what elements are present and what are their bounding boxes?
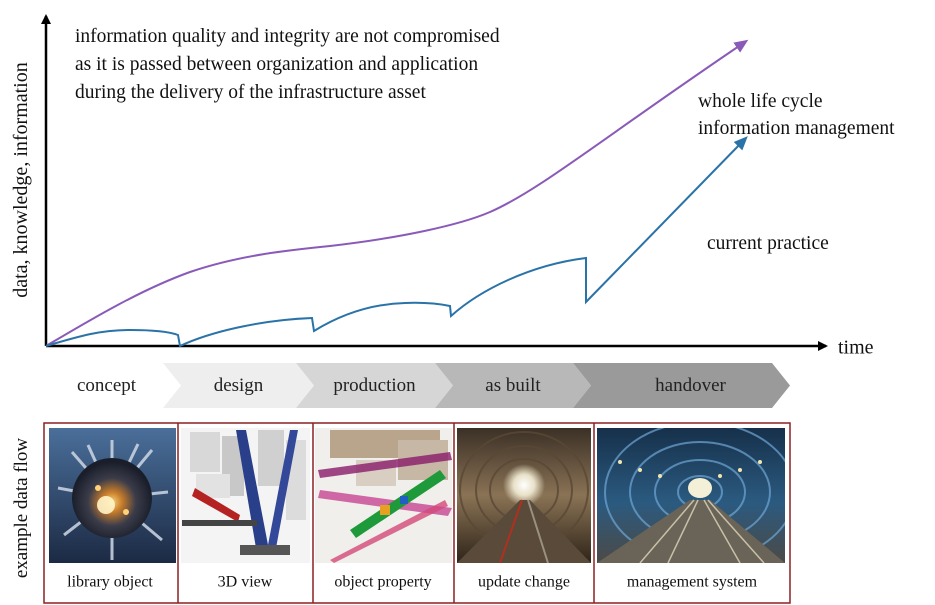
annotation-line-1: information quality and integrity are no…: [75, 26, 500, 47]
current-practice-label: current practice: [707, 233, 829, 254]
stage-label-concept: concept: [77, 375, 137, 396]
stage-label-handover: handover: [655, 375, 726, 396]
panel-label-library-object: library object: [67, 574, 153, 591]
annotation-line-2: as it is passed between organization and…: [75, 54, 478, 75]
object-property-image: [315, 428, 452, 563]
stage-chevron-handover: [573, 363, 790, 408]
management-system-image: [597, 428, 785, 563]
annotation-line-3: during the delivery of the infrastructur…: [75, 82, 426, 103]
update-change-image: [457, 428, 591, 563]
whole-life-cycle-curve: [45, 39, 749, 347]
y-axis-label: data, knowledge, information: [10, 62, 32, 298]
stage-label-design: design: [214, 375, 264, 396]
data-flow-panels: [43, 422, 791, 604]
stage-chevron-as-built: [435, 363, 591, 408]
data-flow-label: example data flow: [11, 438, 32, 579]
stage-label-as-built: as built: [485, 375, 541, 396]
panel-label-object-property: object property: [334, 574, 431, 591]
stage-chevrons: concept design production as built handover: [46, 363, 790, 408]
stage-chevron-concept: [46, 363, 181, 408]
whole-life-cycle-label-1: whole life cycle: [698, 91, 823, 112]
x-axis-label: time: [838, 337, 874, 359]
stage-chevron-design: [163, 363, 314, 408]
panel-label-update-change: update change: [478, 574, 570, 591]
3d-view-image: [181, 428, 310, 563]
library-object-image: [49, 428, 176, 563]
stage-label-production: production: [333, 375, 416, 396]
panel-label-3d-view: 3D view: [218, 574, 273, 591]
current-practice-curve: [45, 136, 748, 348]
panel-label-management-system: management system: [627, 574, 758, 591]
stage-chevron-production: [296, 363, 453, 408]
whole-life-cycle-label-2: information management: [698, 118, 895, 139]
